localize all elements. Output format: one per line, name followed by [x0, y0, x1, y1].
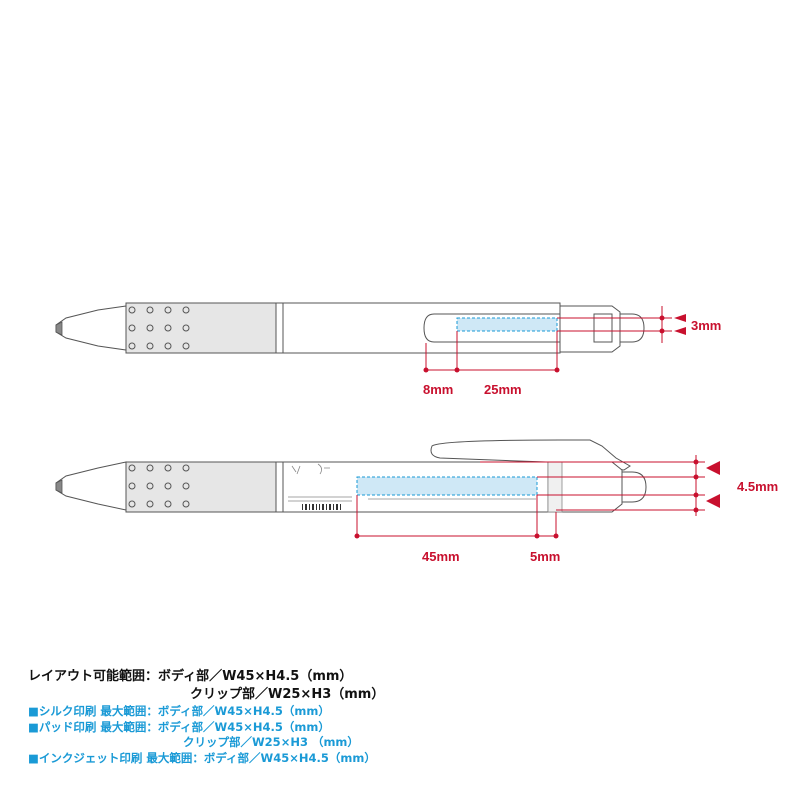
- pen-top-dimensions: [425, 306, 672, 371]
- pen-top-tip: [55, 305, 127, 351]
- dim-clip-height: 3mm: [691, 318, 721, 333]
- grip-dots-bottom: [128, 464, 190, 508]
- barcode-icon: [302, 504, 341, 510]
- layout-range-clip: クリップ部／W25×H3（mm）: [190, 687, 385, 702]
- silk-print-range: ■シルク印刷 最大範囲：ボディ部／W45×H4.5（mm）: [28, 704, 330, 718]
- dim-clip-offset: 8mm: [423, 382, 453, 397]
- grip-dots-top: [128, 306, 190, 350]
- pen-top-grip: [125, 302, 277, 354]
- barrel-markings: [288, 463, 536, 502]
- pad-print-range-clip: クリップ部／W25×H3 （mm）: [183, 735, 359, 749]
- arrow-clip-upper: [674, 314, 686, 322]
- pen-bottom-dimensions: [356, 455, 705, 537]
- dim-body-offset: 5mm: [530, 549, 560, 564]
- pen-bottom-grip: [125, 461, 277, 513]
- pen-top: 3mm 8mm 25mm: [55, 302, 721, 397]
- dim-body-height: 4.5mm: [737, 479, 778, 494]
- layout-range-body: レイアウト可能範囲：ボディ部／W45×H4.5（mm）: [28, 669, 353, 684]
- pad-print-range-body: ■パッド印刷 最大範囲：ボディ部／W45×H4.5（mm）: [28, 719, 330, 734]
- print-range-notes: レイアウト可能範囲：ボディ部／W45×H4.5（mm） クリップ部／W25×H3…: [28, 668, 788, 766]
- pen-bottom: 4.5mm 45mm 5mm: [55, 439, 778, 564]
- inkjet-print-range: ■インクジェット印刷 最大範囲：ボディ部／W45×H4.5（mm）: [28, 750, 376, 765]
- arrow-clip-lower: [674, 327, 686, 335]
- clip-print-area: [456, 317, 558, 332]
- arrow-body-lower: [706, 494, 720, 508]
- pen-top-knock: [619, 313, 645, 343]
- pen-bottom-tip: [55, 461, 127, 511]
- dim-clip-width: 25mm: [484, 382, 522, 397]
- dim-body-width: 45mm: [422, 549, 460, 564]
- arrow-body-upper: [706, 461, 720, 475]
- pen-top-end: [559, 305, 621, 353]
- body-print-area: [356, 476, 538, 496]
- pen-diagram: 3mm 8mm 25mm: [55, 302, 778, 564]
